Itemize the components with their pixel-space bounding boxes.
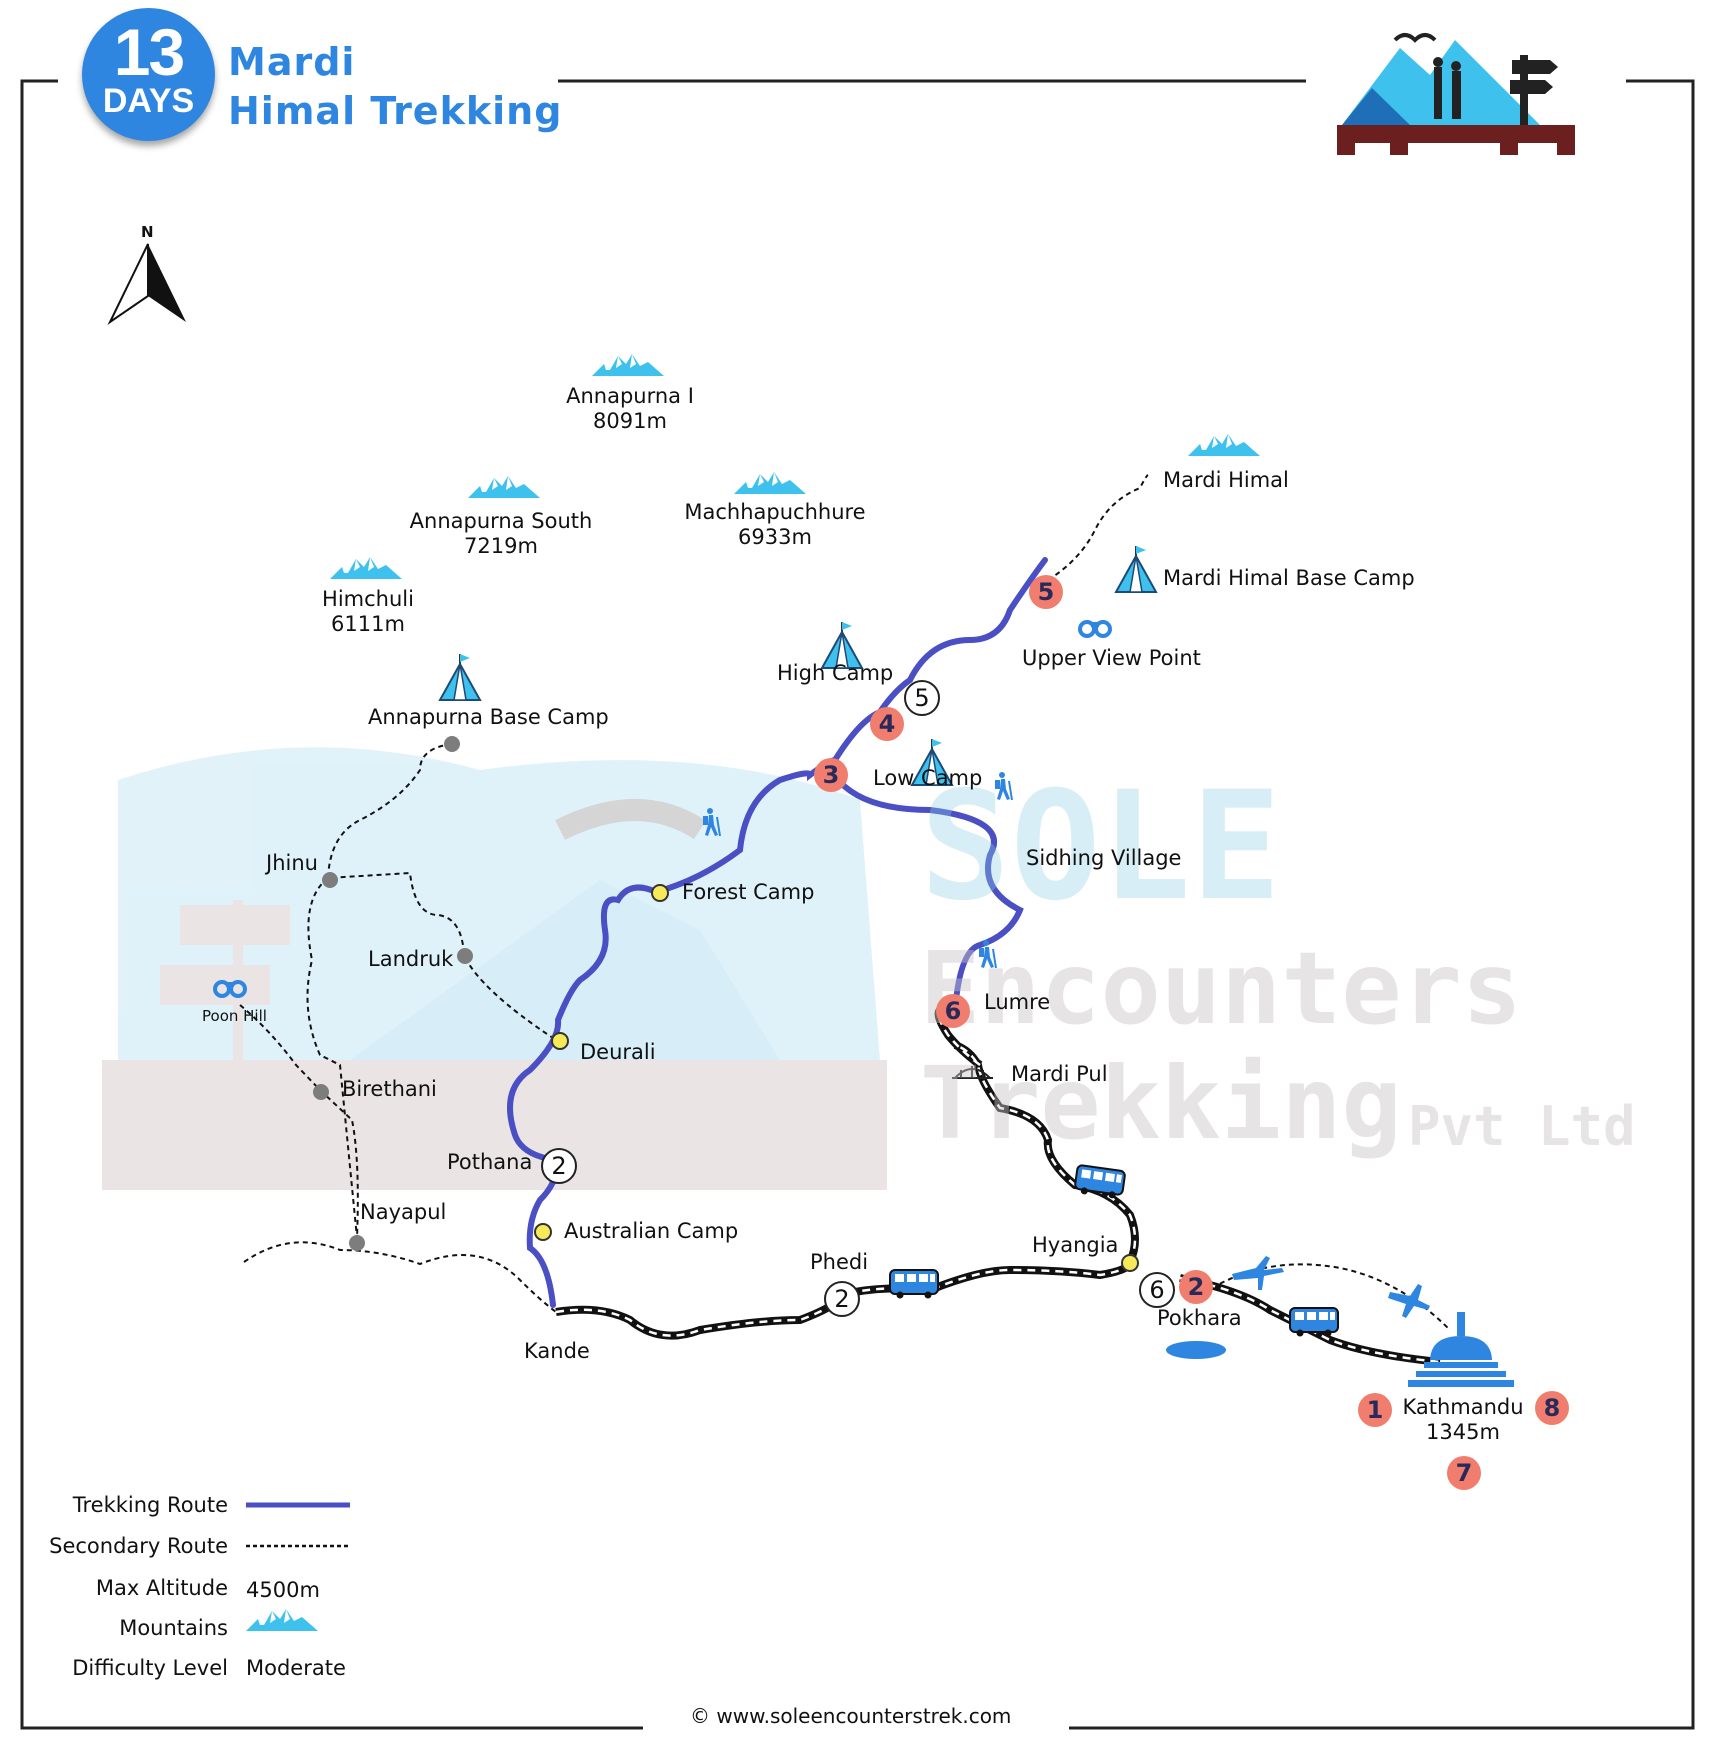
legend-secondary-route-label: Secondary Route [49,1534,228,1558]
watermark-graphic [102,747,887,1190]
label-birethani: Birethani [342,1077,437,1101]
label-mardi-pul: Mardi Pul [1011,1062,1108,1086]
label-deurali: Deurali [580,1040,656,1064]
mountain-icon [734,472,806,494]
label-high-camp: High Camp [777,661,894,685]
stops [313,736,1139,1272]
watermark-encounters: Encounters [920,930,1523,1047]
title-line-1: Mardi [228,40,356,84]
bridge-icon [952,1066,993,1079]
day-marker-white-0: 5 [904,680,940,716]
airplane-icon [1232,1256,1430,1318]
day-marker-red-2: 3 [814,758,848,792]
days-unit: DAYS [102,82,195,120]
label-lumre: Lumre [984,990,1051,1014]
map-frame [20,79,1695,1730]
mountain-label-mardi-himal: Mardi Himal [1163,468,1289,492]
label-pothana: Pothana [447,1150,533,1174]
mountain-icon [468,476,540,498]
mountain-icon [592,354,664,376]
day-marker-white-3: 6 [1139,1272,1175,1308]
compass-label: N [141,223,154,241]
legend-difficulty-label: Difficulty Level [72,1656,228,1680]
lake-icon [1166,1341,1226,1359]
stop-landruk [457,948,473,964]
day-marker-red-5: 1 [1358,1393,1392,1427]
day-marker-white-2: 2 [824,1281,860,1317]
days-number: 13 [113,15,185,89]
label-upper-view-point: Upper View Point [1022,646,1201,670]
label-nayapul: Nayapul [360,1200,447,1224]
day-marker-white-1: 2 [541,1148,577,1184]
stop-jhinu [322,872,338,888]
stop-deurali [551,1032,569,1050]
label-annapurna-base-camp: Annapurna Base Camp [368,705,609,729]
label-phedi: Phedi [810,1250,869,1274]
label-jhinu: Jhinu [266,851,318,875]
legend-max-altitude-label: Max Altitude [95,1576,228,1600]
stop-australian-camp [534,1223,552,1241]
copyright-icon: © [690,1704,710,1728]
watermark-pvtltd: Pvt Ltd [1408,1095,1636,1158]
footer-website[interactable]: © www.soleencounterstrek.com [690,1704,1011,1728]
stupa-icon [1408,1312,1514,1387]
stop-forest-camp [651,884,669,902]
day-marker-red-6: 8 [1535,1391,1569,1425]
label-forest-camp: Forest Camp [682,880,815,904]
label-australian-camp: Australian Camp [564,1219,739,1243]
stop-birethani [313,1084,329,1100]
day-marker-red-4: 2 [1179,1270,1213,1304]
company-logo [1337,33,1575,155]
stop-annapurna-base-camp [444,736,460,752]
day-marker-red-1: 4 [870,707,904,741]
north-arrow-icon [107,243,186,325]
tent-icon [439,653,481,701]
website-link[interactable]: www.soleencounterstrek.com [716,1704,1012,1728]
legend-mountain-icon [246,1609,318,1631]
legend-max-altitude-value: 4500m [246,1578,320,1602]
stop-nayapul [349,1235,365,1251]
bus-icon [889,1269,939,1300]
label-sidhing-village: Sidhing Village [1026,846,1182,870]
label-pokhara: Pokhara [1157,1306,1242,1330]
mountain-icon [330,557,402,579]
days-badge: 13 DAYS [82,8,215,141]
page-title: Mardi Himal Trekking [228,38,562,136]
legend-trekking-route-label: Trekking Route [72,1493,228,1517]
title-line-2: Himal Trekking [228,89,563,133]
label-poon-hill: Poon Hill [202,1007,267,1025]
label-landruk: Landruk [368,947,454,971]
day-marker-red-0: 5 [1029,575,1063,609]
legend-mountains-label: Mountains [119,1616,228,1640]
day-marker-red-7: 7 [1447,1456,1481,1490]
label-kande: Kande [524,1339,590,1363]
bus-icon [1289,1307,1339,1338]
label-low-camp: Low Camp [873,766,983,790]
label-hyangia: Hyangia [1032,1233,1119,1257]
label-mardi-himal-base-camp: Mardi Himal Base Camp [1163,566,1415,590]
watermark-sole: SOLE [920,760,1282,934]
stop-hyangia [1121,1254,1139,1272]
tent-icon [1115,545,1157,593]
day-marker-red-3: 6 [936,994,970,1028]
binoculars-icon [1078,620,1112,638]
mountain-icon [1188,434,1260,456]
watermark-trekking: Trekking [920,1045,1402,1162]
legend-difficulty-value: Moderate [246,1656,346,1680]
